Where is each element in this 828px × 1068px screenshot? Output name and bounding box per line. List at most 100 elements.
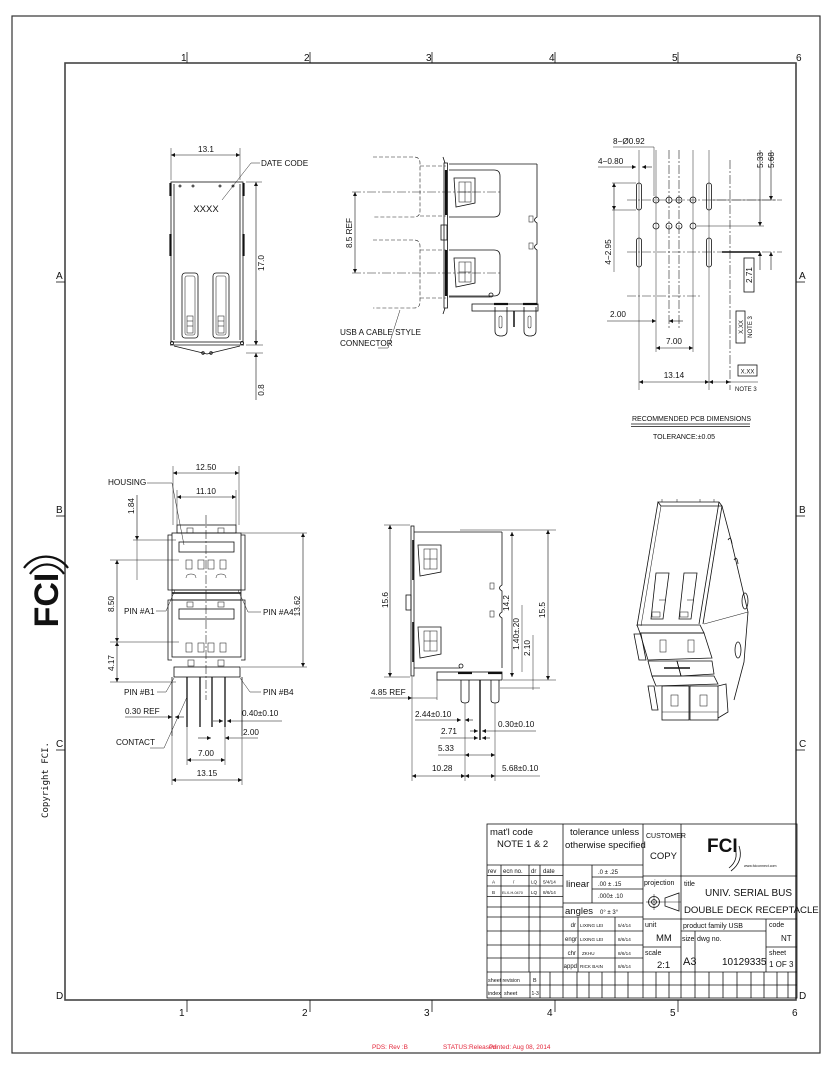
dim-0-30: 0.30±0.10 <box>498 720 535 729</box>
sheet-revision-label-2: revision <box>503 978 520 984</box>
drawing-frame <box>64 62 797 1001</box>
tolerance-header-2: otherwise specified <box>565 840 646 851</box>
sheet-value: 1 OF 3 <box>769 960 794 969</box>
approval-chr-date: 8/6/14 <box>618 951 631 956</box>
view-side-mid: 15.6 14.2 1.40±.20 2.10 15.5 4.85 REF 2.… <box>370 524 556 781</box>
print-stamp: PDS: Rev :B STATUS:Released Printed: Aug… <box>372 1044 551 1051</box>
cable-label-line1: USB A CABLE STYLE <box>340 328 422 337</box>
zone-row-a: A <box>56 271 63 282</box>
dim-1-40: 1.40±.20 <box>512 618 521 650</box>
zone-col-4: 4 <box>549 53 555 64</box>
dim-5-68: 5.68±0.10 <box>502 764 539 773</box>
title-line-2: DOUBLE DECK RECEPTACLE <box>684 905 819 916</box>
zone-row-a-right: A <box>799 271 806 282</box>
latch-window-bottom <box>417 626 442 659</box>
dim-17-0: 17.0 <box>257 255 266 271</box>
note-box-vertical <box>735 310 746 344</box>
dim-8-5-ref: 8.5 REF <box>345 218 354 248</box>
sheet-revision-value: B <box>533 978 537 984</box>
third-angle-projection-icon <box>646 892 681 912</box>
material-label: mat'l code <box>490 827 533 838</box>
dwg-no-label: dwg no. <box>697 936 722 943</box>
zone-col-5-bottom: 5 <box>670 1008 676 1019</box>
company-logo-arc-icon <box>728 847 737 869</box>
dim-2-44: 2.44±0.10 <box>415 710 452 719</box>
dim-7-00: 7.00 <box>666 337 682 346</box>
dim-2-00: 2.00 <box>610 310 626 319</box>
zone-rows-left: A B C D <box>56 271 65 1002</box>
dim-1-84: 1.84 <box>127 498 136 514</box>
approval-appd-name: RICK BAIN <box>580 964 603 969</box>
title-line-1: UNIV. SERIAL BUS <box>705 888 792 899</box>
hole-callout: 8−Ø0.92 <box>613 137 645 146</box>
tolerance-header-1: tolerance unless <box>570 827 639 838</box>
pin-a4-label: PIN #A4 <box>263 608 294 617</box>
rev-header: rev <box>488 869 496 875</box>
dim-13-62: 13.62 <box>293 595 302 616</box>
rev-a-dr: LQ <box>531 880 538 885</box>
size-label: size <box>682 936 695 943</box>
dim-15-6: 15.6 <box>381 592 390 608</box>
latch-window-top <box>417 544 442 577</box>
linear-tol-1: .0 ± .25 <box>598 870 619 876</box>
latch-window-bottom <box>453 257 476 288</box>
sheet-revision-label-1: sheet <box>488 978 502 984</box>
cable-connector-top-outline <box>373 156 421 218</box>
scale-value: 2:1 <box>657 960 670 971</box>
approval-engr-role: engr <box>565 937 577 943</box>
printed-date: Printed: Aug 08, 2014 <box>489 1044 551 1051</box>
dim-4-85-ref: 4.85 REF <box>371 688 406 697</box>
zone-col-6: 6 <box>796 53 802 64</box>
fci-side-logo: FCI <box>23 555 69 627</box>
zone-col-3: 3 <box>426 53 432 64</box>
sheet-index-grid: sheet revision B index sheet 1-3 <box>487 971 797 998</box>
approval-dr-date: 5/4/14 <box>618 923 631 928</box>
customer-label: CUSTOMER <box>646 833 686 840</box>
company-logo: FCI <box>707 836 738 857</box>
zone-col-6-bottom: 6 <box>792 1008 798 1019</box>
zone-rows-right: A B C D <box>796 271 806 1002</box>
size-value: A3 <box>683 956 696 968</box>
pin-b1-label: PIN #B1 <box>124 688 155 697</box>
dim-5-33: 5.33 <box>438 744 454 753</box>
iso-latch-left <box>650 572 670 620</box>
rev-a-ecn: / <box>513 880 515 885</box>
approval-appd-role: appd <box>564 964 577 970</box>
lower-port <box>171 599 242 658</box>
zone-row-c-right: C <box>799 739 806 750</box>
dim-13-1: 13.1 <box>198 145 214 154</box>
material-and-revisions: mat'l code NOTE 1 & 2 rev ecn no. dr dat… <box>487 827 563 972</box>
dim-0-30-ref: 0.30 REF <box>125 707 160 716</box>
upper-port <box>171 532 242 591</box>
view-isometric <box>633 499 749 721</box>
pin-a1-label: PIN #A1 <box>124 607 155 616</box>
dim-11-10: 11.10 <box>196 487 216 496</box>
zone-columns-bottom: 1 2 3 4 5 6 <box>179 1000 798 1019</box>
dwg-no-value: 10129335 <box>722 957 767 968</box>
linear-label: linear <box>566 879 589 890</box>
pcb-tolerance: TOLERANCE:±0.05 <box>653 434 715 441</box>
title-label: title <box>684 881 695 888</box>
dim-2-10: 2.10 <box>523 640 532 656</box>
cable-label-line2: CONNECTOR <box>340 339 393 348</box>
zone-col-2: 2 <box>304 53 310 64</box>
index-label-1: index <box>488 991 501 997</box>
zone-row-d: D <box>56 991 63 1002</box>
dim-4-17: 4.17 <box>107 655 116 671</box>
zone-col-5: 5 <box>672 53 678 64</box>
date-code-mark: XXXX <box>193 204 219 215</box>
approval-engr-date: 8/6/14 <box>618 937 631 942</box>
index-label-2: sheet <box>504 991 518 997</box>
ecn-header: ecn no. <box>503 869 523 875</box>
sheet-label: sheet <box>769 950 786 957</box>
dim-2-71: 2.71 <box>441 727 457 736</box>
zone-col-3-bottom: 3 <box>424 1008 430 1019</box>
dim-0-40: 0.40±0.10 <box>242 709 279 718</box>
zone-col-1-bottom: 1 <box>179 1008 185 1019</box>
dim-14-2: 14.2 <box>502 595 511 611</box>
customer-copy: COPY <box>650 851 678 862</box>
note-box-vertical-text: X.XX <box>739 320 745 334</box>
pcb-slots <box>636 182 712 268</box>
dim-0-8: 0.8 <box>257 384 266 396</box>
